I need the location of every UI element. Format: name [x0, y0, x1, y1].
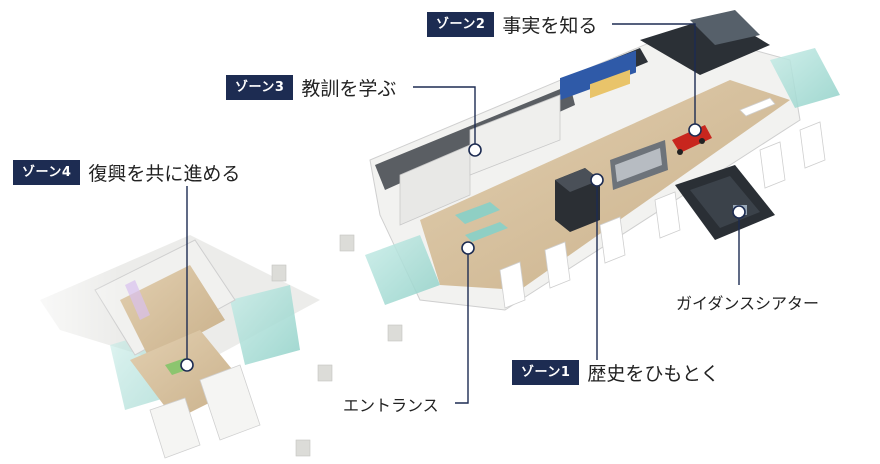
zone3-title: 教訓を学ぶ — [301, 77, 397, 100]
main-wing-facade — [499, 121, 826, 309]
zone1-title: 歴史をひもとく — [587, 362, 720, 385]
zone1-label[interactable]: ゾーン1 歴史をひもとく — [512, 358, 719, 386]
leader-zone2 — [612, 23, 696, 130]
leader-entrance — [455, 248, 469, 404]
left-wing-zone4 — [94, 239, 261, 459]
zone4-title: 復興を共に進める — [88, 162, 241, 185]
zone4-badge: ゾーン4 — [13, 159, 81, 185]
zone4-label[interactable]: ゾーン4 復興を共に進める — [13, 158, 240, 186]
leader-zone3 — [413, 86, 476, 150]
marker-zone2 — [688, 123, 702, 137]
guidance-theater-label[interactable]: ガイダンスシアター — [676, 294, 820, 313]
zone3-label[interactable]: ゾーン3 教訓を学ぶ — [226, 73, 396, 101]
zone3-badge: ゾーン3 — [226, 74, 294, 100]
pillars — [271, 234, 403, 457]
glass-room-right — [770, 48, 840, 108]
marker-zone1 — [590, 173, 604, 187]
zone2-title: 事実を知る — [502, 14, 598, 37]
glass-room-entrance — [365, 235, 440, 305]
marker-zone3 — [468, 143, 482, 157]
leader-lines — [180, 23, 746, 404]
marker-zone4 — [180, 358, 194, 372]
marker-guidance-theater — [732, 205, 746, 219]
glass-room-left — [230, 285, 300, 365]
main-wing — [369, 10, 801, 311]
zone2-label[interactable]: ゾーン2 事実を知る — [427, 10, 597, 38]
zone1-badge: ゾーン1 — [512, 359, 580, 385]
left-fade — [0, 200, 120, 460]
marker-entrance — [461, 241, 475, 255]
zone2-badge: ゾーン2 — [427, 11, 495, 37]
entrance-label[interactable]: エントランス — [343, 396, 439, 415]
